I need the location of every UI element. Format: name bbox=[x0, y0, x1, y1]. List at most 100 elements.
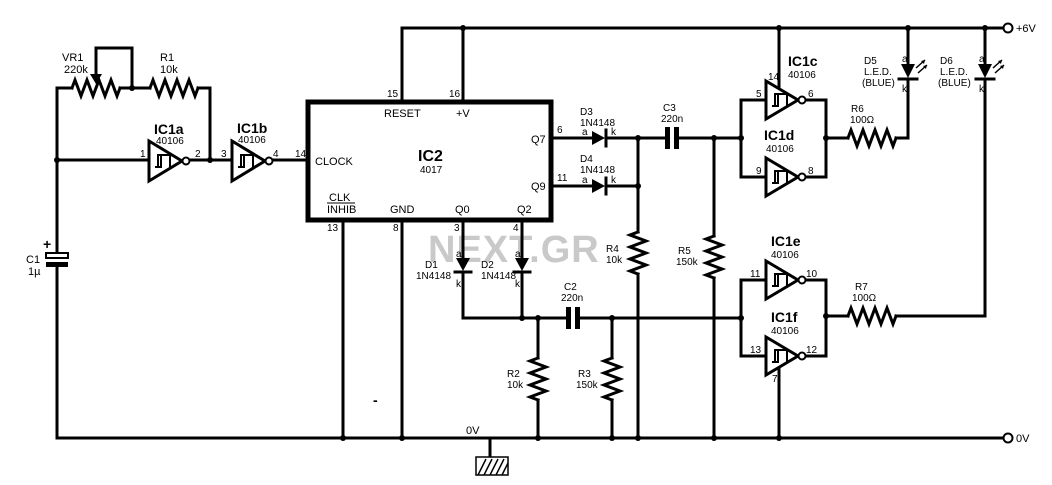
ic2-label-clock: CLOCK bbox=[315, 156, 354, 168]
junction bbox=[609, 435, 615, 441]
ic1f-pin-out: 12 bbox=[806, 345, 818, 356]
junction bbox=[738, 315, 744, 321]
ic2-pin-3: 3 bbox=[454, 223, 460, 234]
d6-cathode-mark: k bbox=[979, 84, 985, 95]
pos-rail-label: +6V bbox=[1016, 23, 1037, 35]
r5-resistor bbox=[701, 234, 727, 280]
r5-name: R5 bbox=[678, 246, 691, 257]
d4-anode-mark: a bbox=[582, 175, 588, 186]
ic1d-gate bbox=[764, 155, 801, 199]
junction bbox=[905, 25, 911, 31]
ic1e-bubble bbox=[797, 275, 807, 285]
ic2-label-vplus: +V bbox=[456, 108, 470, 120]
r3-resistor bbox=[599, 356, 625, 402]
ic2-pin-11: 11 bbox=[557, 173, 568, 184]
vr1-resistor bbox=[70, 75, 122, 101]
d6-light-arrows-icon bbox=[992, 59, 1005, 74]
r1-value: 10k bbox=[160, 64, 178, 76]
ic1a-schmitt-icon bbox=[155, 154, 171, 168]
r3-value: 150k bbox=[576, 380, 599, 391]
ic1a-pin-out: 2 bbox=[195, 149, 201, 160]
d2-cathode-mark: k bbox=[515, 279, 521, 290]
d4-value: 1N4148 bbox=[580, 165, 615, 176]
ic2-pin-14: 14 bbox=[295, 149, 307, 160]
ic1f-gate bbox=[764, 334, 801, 378]
ic2-pin-8: 8 bbox=[393, 223, 399, 234]
ic2-label-q2: Q2 bbox=[517, 204, 532, 216]
ic1c-bubble bbox=[797, 95, 807, 105]
d3-name: D3 bbox=[580, 107, 593, 118]
d5-anode-mark: a bbox=[902, 54, 908, 65]
ic1a-part: 40106 bbox=[156, 136, 184, 147]
r4-resistor bbox=[625, 230, 651, 276]
ic1e-schmitt-icon bbox=[772, 273, 788, 287]
d6-anode-mark: a bbox=[979, 54, 985, 65]
ic1b-part: 40106 bbox=[238, 135, 266, 146]
ic1d-schmitt-icon bbox=[772, 170, 788, 184]
ic2-part: 4017 bbox=[420, 165, 443, 176]
r7-name: R7 bbox=[855, 282, 868, 293]
ic1c-part: 40106 bbox=[788, 70, 816, 81]
d2-diode bbox=[515, 258, 529, 271]
r5-value: 150k bbox=[676, 257, 699, 268]
d4-diode bbox=[592, 179, 605, 193]
junction bbox=[340, 435, 346, 441]
ic1f-pin-in: 13 bbox=[750, 345, 762, 356]
junction bbox=[635, 435, 641, 441]
ic2-body bbox=[305, 99, 554, 223]
ic1c-pin-out: 6 bbox=[808, 89, 814, 100]
junction bbox=[635, 183, 641, 189]
ic1e-pin-in: 11 bbox=[750, 269, 761, 280]
ic1d-pin-out: 8 bbox=[808, 166, 814, 177]
ic2-label-q9: Q9 bbox=[531, 181, 546, 193]
r2-resistor bbox=[525, 356, 551, 402]
junction bbox=[711, 435, 717, 441]
d5-light-arrows-icon bbox=[915, 59, 928, 74]
ic1b-pin-out: 4 bbox=[273, 149, 279, 160]
ic1b-bubble bbox=[264, 156, 274, 166]
junction bbox=[738, 135, 744, 141]
c1-value: 1µ bbox=[28, 266, 41, 278]
ic1f-pin-gnd: 7 bbox=[772, 374, 778, 385]
ic2-label-q7: Q7 bbox=[531, 134, 546, 146]
d5-line1: L.E.D. bbox=[864, 67, 892, 78]
d2-value: 1N4148 bbox=[481, 271, 516, 282]
ic1e-part: 40106 bbox=[771, 250, 799, 261]
ic2-pin-6: 6 bbox=[557, 125, 563, 136]
ic2-pin-4: 4 bbox=[513, 223, 519, 234]
junction bbox=[54, 157, 60, 163]
junction bbox=[399, 435, 405, 441]
ic1c-name: IC1c bbox=[788, 53, 818, 69]
r3-name: R3 bbox=[578, 369, 591, 380]
r6-name: R6 bbox=[851, 104, 864, 115]
ic1a-bubble bbox=[181, 156, 191, 166]
r1-resistor bbox=[148, 75, 200, 101]
d6-name: D6 bbox=[940, 56, 953, 67]
d4-name: D4 bbox=[580, 154, 593, 165]
r6-value: 100Ω bbox=[850, 115, 875, 126]
c3-value: 220n bbox=[661, 114, 683, 125]
d3-cathode-mark: k bbox=[611, 127, 617, 138]
r2-name: R2 bbox=[507, 369, 520, 380]
ic1a-pin-in: 1 bbox=[140, 149, 146, 160]
junction bbox=[460, 25, 466, 31]
ic1e-gate bbox=[764, 258, 801, 302]
c3-plate-right bbox=[674, 127, 679, 149]
ic1f-name: IC1f bbox=[771, 309, 798, 325]
junction bbox=[982, 25, 988, 31]
d3-value: 1N4148 bbox=[580, 118, 615, 129]
gnd-terminal bbox=[1002, 432, 1014, 444]
ic2-pin-16: 16 bbox=[449, 89, 461, 100]
d4-cathode-mark: k bbox=[611, 175, 617, 186]
c1-polarity: + bbox=[43, 236, 51, 252]
ic1f-part: 40106 bbox=[771, 326, 799, 337]
ic1d-bubble bbox=[797, 172, 807, 182]
ic1b-pin-in: 3 bbox=[221, 149, 227, 160]
ic2-label-q0: Q0 bbox=[455, 204, 470, 216]
ic1a-name: IC1a bbox=[154, 121, 184, 137]
ic2-label-inhib: INHIB bbox=[327, 204, 356, 216]
ic2-pin-15: 15 bbox=[387, 89, 399, 100]
c2-value: 220n bbox=[561, 293, 583, 304]
